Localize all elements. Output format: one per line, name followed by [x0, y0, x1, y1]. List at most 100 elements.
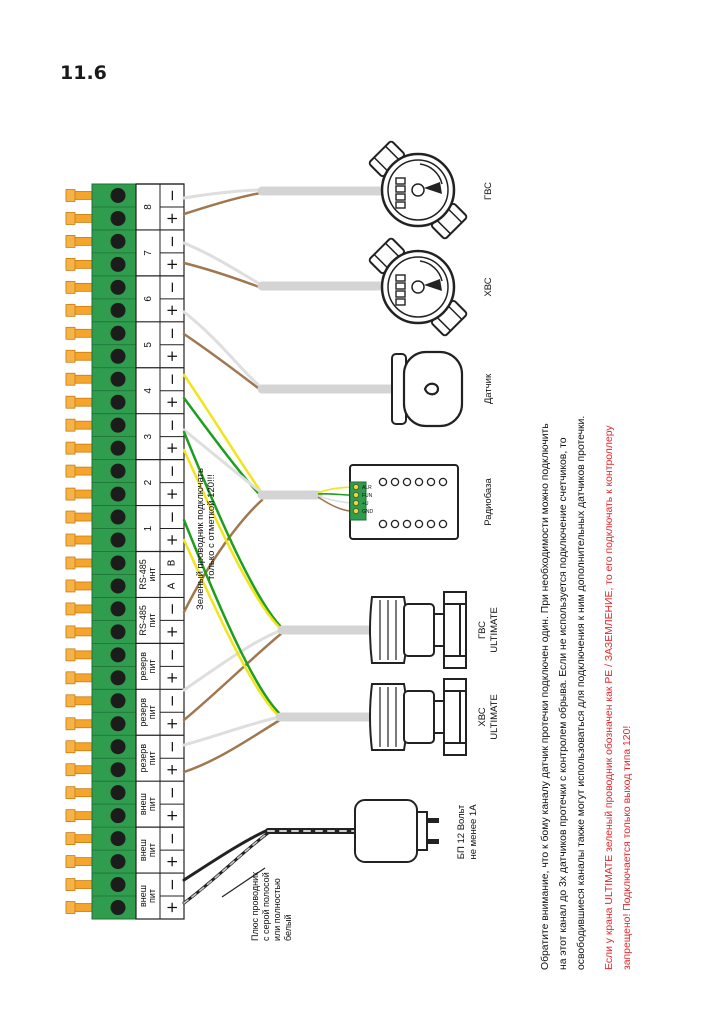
terminal-group-label: резерв	[138, 698, 148, 727]
wire-brown	[182, 332, 264, 393]
terminal-group-label: 3	[143, 433, 154, 439]
terminal-pin-label: −	[163, 740, 181, 753]
terminal-pin-cap	[65, 510, 76, 524]
radio-indicator-dot	[414, 477, 424, 487]
terminal-group-label: внеш	[138, 793, 148, 815]
terminal-pin-label: +	[163, 855, 181, 868]
screw-icon	[110, 831, 126, 847]
label-hot-valve: ГВС	[477, 621, 488, 639]
terminal-group-label: 6	[143, 296, 154, 302]
terminal-pin-cap	[65, 235, 76, 248]
radio-indicator-dot	[438, 477, 448, 487]
terminal-pin-label: −	[163, 419, 181, 432]
terminal-pin-cap	[65, 602, 76, 616]
terminal-group-sublabel: пит	[147, 751, 157, 765]
terminal-pin-cap	[65, 349, 76, 363]
wire-brown	[182, 261, 264, 290]
screw-icon	[110, 417, 126, 433]
valve-cold-ultimate	[369, 678, 467, 756]
terminal-pin-label: −	[163, 786, 181, 799]
label-power-supply: БП 12 Вольт	[456, 804, 467, 859]
wire-white	[182, 428, 264, 495]
radio-pin-label: FUN	[362, 493, 373, 499]
radio-pin-label: +U	[362, 501, 369, 507]
screw-icon	[110, 210, 126, 226]
terminal-pin-label: A	[167, 582, 178, 589]
terminal-pin-cap	[65, 556, 76, 570]
water-drop-icon	[423, 382, 440, 396]
terminal-group-sublabel: пит	[147, 843, 157, 857]
water-meter-cold	[368, 237, 468, 337]
screw-icon	[110, 900, 126, 916]
terminal-pin-label: +	[163, 442, 181, 455]
terminal-group-sublabel: пит	[147, 797, 157, 811]
screw-icon	[110, 877, 126, 893]
terminal-pin-label: −	[163, 189, 181, 202]
screw-icon	[110, 785, 126, 801]
terminal-pin-label: +	[163, 396, 181, 409]
terminal-pin-cap	[65, 671, 76, 685]
wire-yellow	[182, 538, 282, 719]
label-sensor: Датчик	[483, 373, 494, 404]
terminal-pin-cap	[65, 533, 76, 547]
screw-icon	[110, 371, 126, 387]
leak-sensor	[391, 350, 464, 428]
wire-green	[182, 518, 282, 716]
terminal-pin-cap	[65, 464, 76, 478]
screw-icon	[110, 716, 126, 732]
terminal-pin-label: −	[163, 327, 181, 340]
radio-pin-label: GND	[362, 509, 374, 515]
label-cold-valve-model: ULTIMATE	[489, 694, 500, 740]
screw-icon	[110, 532, 126, 548]
label-power-supply-rating: не менее 1А	[468, 804, 479, 860]
annotation-line: Плюс проводник	[250, 872, 260, 941]
wire-white	[182, 715, 282, 747]
annotation-line: или полностью	[272, 878, 282, 941]
wire-black-striped-dash	[183, 832, 269, 904]
terminal-pin-cap	[65, 487, 76, 501]
terminal-screws	[92, 187, 136, 920]
valve-hot-ultimate	[369, 591, 467, 669]
screw-icon	[110, 440, 126, 456]
terminal-group-label: RS-485	[138, 559, 148, 590]
terminal-group-label: 5	[143, 342, 154, 348]
note-warning-line: Если у крана ULTIMATE зеленый проводник …	[603, 425, 615, 970]
radio-indicator-dot	[390, 519, 400, 529]
terminal-group-label: RS-485	[138, 605, 148, 636]
wire-black	[182, 828, 270, 882]
terminal-pin-label: −	[163, 603, 181, 616]
terminal-pin-cap	[65, 694, 76, 708]
terminal-pin-cap	[65, 372, 76, 386]
terminal-pin-cap	[65, 579, 76, 593]
terminal-group-label: резерв	[138, 744, 148, 773]
terminal-group-sublabel: пит	[147, 705, 157, 719]
label-meter-hot: ГВС	[483, 182, 494, 200]
notes: Обратите внимание, что к бому каналу дат…	[539, 416, 633, 970]
terminal-pin-cap	[65, 257, 76, 271]
terminal-group-label: внеш	[138, 839, 148, 861]
radio-base: ALR FUN +U GND	[349, 464, 459, 540]
screw-icon	[110, 601, 126, 617]
terminal-group-label: 1	[143, 525, 154, 531]
terminal-pin-label: +	[163, 626, 181, 639]
wire-brown	[182, 631, 284, 722]
annotation-plus-wire: Плюс проводник с серой полосой или полно…	[221, 867, 293, 941]
terminal-pin-cap	[65, 189, 76, 202]
wire-white	[182, 310, 264, 390]
terminal-pin-label: −	[163, 281, 181, 294]
radio-indicator-dot	[390, 477, 400, 487]
radio-indicator-dot	[426, 477, 436, 487]
note-line: освободившиеся каналы также могут исполь…	[575, 416, 587, 970]
terminal-pin-cap	[65, 303, 76, 317]
radio-wires	[317, 486, 351, 512]
terminal-pin-cap	[65, 809, 76, 823]
terminal-pin-label: −	[163, 511, 181, 524]
terminal-group-label: 7	[143, 250, 154, 256]
annotation-line: только с отметкой 120!!!	[206, 474, 217, 580]
screw-icon	[110, 509, 126, 525]
terminal-pin-label: −	[163, 465, 181, 478]
screw-icon	[110, 279, 126, 295]
